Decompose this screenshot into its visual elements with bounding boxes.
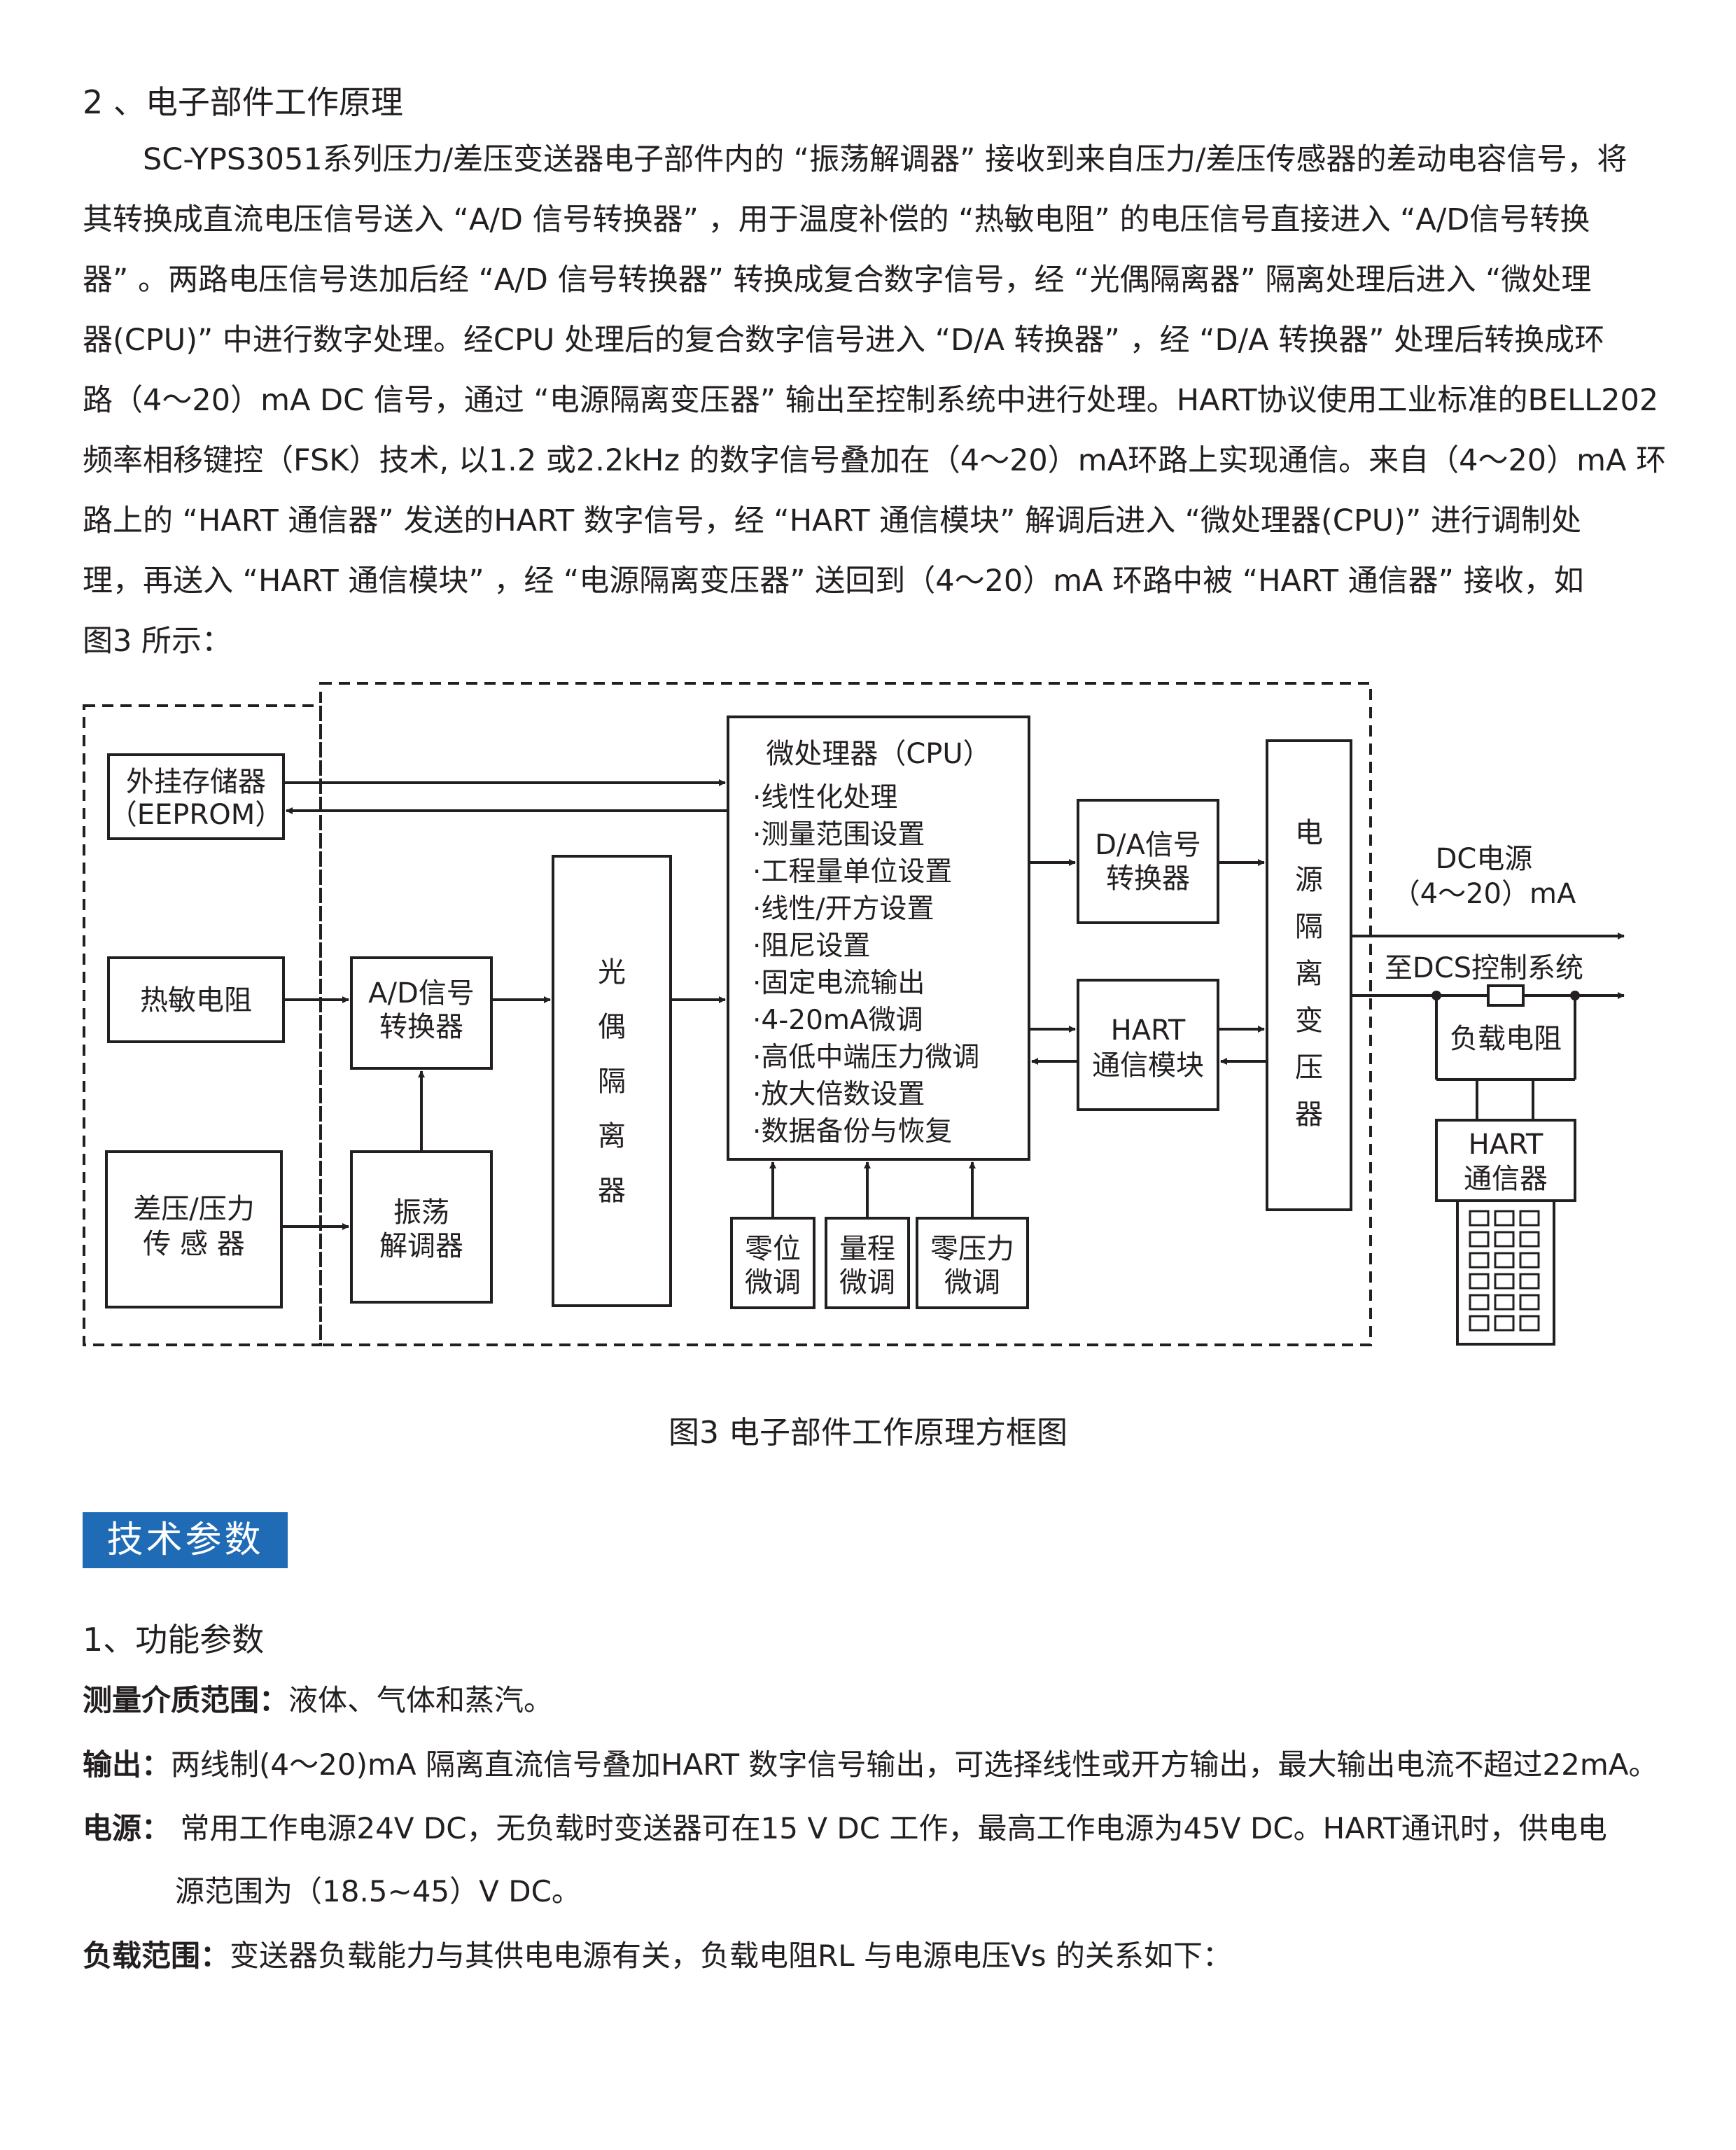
- to-dcs-label: 至DCS控制系统: [1385, 952, 1583, 984]
- sub-heading: 1、功能参数: [83, 1621, 265, 1659]
- dc-power-label: （4～20）mA: [1392, 878, 1576, 910]
- ad-converter-block: [350, 956, 493, 1070]
- cpu-block: [727, 715, 1030, 1161]
- eeprom-label: （EEPROM）: [109, 799, 283, 831]
- spec-value: 变送器负载能力与其供电电源有关，负载电阻RL 与电源电压Vs 的关系如下：: [230, 1939, 1232, 1973]
- hart-module-label: 通信模块: [1092, 1049, 1204, 1082]
- cpu-title: 微处理器（CPU）: [766, 738, 990, 770]
- load-resistor-label: 负载电阻: [1450, 1023, 1562, 1055]
- cpu-item: ·4-20mA微调: [752, 1005, 923, 1036]
- span-trim-label: 微调: [839, 1266, 895, 1299]
- demodulator-label: 解调器: [379, 1230, 463, 1262]
- zero-trim-label: 微调: [745, 1266, 801, 1299]
- thermistor-label: 热敏电阻: [140, 984, 252, 1017]
- figure-caption: 图3 电子部件工作原理方框图: [668, 1415, 1068, 1451]
- sensor-block: [105, 1150, 283, 1308]
- paragraph-line: 器” 。两路电压信号迭加后经 “A/D 信号转换器” 转换成复合数字信号，经 “…: [83, 263, 1592, 298]
- hart-communicator-label: 通信器: [1464, 1163, 1548, 1195]
- transformer-label: 压: [1295, 1052, 1323, 1084]
- transformer-label: 电: [1295, 817, 1323, 849]
- spec-key: 电源：: [83, 1811, 172, 1845]
- spec-key: 负载范围：: [83, 1939, 230, 1973]
- transformer-label: 隔: [1295, 911, 1323, 943]
- paragraph-line: 其转换成直流电压信号送入 “A/D 信号转换器” ，用于温度补偿的 “热敏电阻”…: [83, 202, 1590, 237]
- transformer-label: 变: [1295, 1005, 1323, 1037]
- section-title-badge: 技术参数: [83, 1512, 288, 1568]
- cpu-item: ·测量范围设置: [752, 819, 925, 851]
- hart-module-block: [1077, 979, 1219, 1111]
- span-trim-label: 量程: [839, 1233, 895, 1265]
- cpu-item: ·数据备份与恢复: [752, 1116, 952, 1147]
- transformer-block: [1266, 739, 1352, 1211]
- principle-paragraph: SC-YPS3051系列压力/差压变送器电子部件内的 “振荡解调器” 接收到来自…: [83, 130, 1667, 671]
- cpu-item: ·线性化处理: [752, 782, 897, 814]
- spec-value: 常用工作电源24V DC，无负载时变送器可在15 V DC 工作，最高工作电源为…: [171, 1811, 1607, 1845]
- spec-value: 液体、气体和蒸汽。: [288, 1683, 554, 1717]
- zero-pressure-trim-block: [916, 1217, 1029, 1309]
- junction-dot: [1432, 991, 1441, 1000]
- zero-pressure-trim-label: 零压力: [930, 1233, 1014, 1265]
- hart-module-label: HART: [1111, 1014, 1186, 1047]
- spec-medium: 测量介质范围：液体、气体和蒸汽。: [83, 1677, 553, 1719]
- section-heading: 2 、电子部件工作原理: [83, 83, 403, 121]
- keypad-grid: [1469, 1210, 1540, 1332]
- optocoupler-label: 离: [598, 1120, 626, 1152]
- optocoupler-label: 光: [598, 956, 626, 989]
- ad-converter-label: 转换器: [379, 1011, 463, 1043]
- zero-trim-label: 零位: [745, 1233, 801, 1265]
- spec-load: 负载范围：变送器负载能力与其供电电源有关，负载电阻RL 与电源电压Vs 的关系如…: [83, 1932, 1232, 1975]
- da-converter-label: 转换器: [1106, 863, 1190, 895]
- sensor-label: 传 感 器: [143, 1228, 244, 1260]
- paragraph-line: 器(CPU)” 中进行数字处理。经CPU 处理后的复合数字信号进入 “D/A 转…: [83, 323, 1605, 358]
- spec-value: 两线制(4～20)mA 隔离直流信号叠加HART 数字信号输出，可选择线性或开方…: [171, 1747, 1658, 1782]
- optocoupler-label: 隔: [598, 1066, 626, 1098]
- optocoupler-block: [552, 855, 672, 1307]
- transformer-label: 器: [1295, 1098, 1323, 1131]
- da-converter-label: D/A信号: [1095, 829, 1201, 861]
- paragraph-line: 理，再送入 “HART 通信模块” ，经 “电源隔离变压器” 送回到（4～20）…: [83, 564, 1584, 599]
- spec-power: 电源： 常用工作电源24V DC，无负载时变送器可在15 V DC 工作，最高工…: [83, 1805, 1607, 1848]
- paragraph-line: 频率相移键控（FSK）技术, 以1.2 或2.2kHz 的数字信号叠加在（4～2…: [83, 443, 1667, 478]
- cpu-item: ·工程量单位设置: [752, 856, 952, 888]
- cpu-item: ·放大倍数设置: [752, 1079, 925, 1110]
- paragraph-line: 路（4～20）mA DC 信号，通过 “电源隔离变压器” 输出至控制系统中进行处…: [83, 383, 1659, 418]
- transformer-label: 源: [1295, 864, 1323, 896]
- zero-pressure-trim-label: 微调: [944, 1266, 1000, 1299]
- cpu-item: ·阻尼设置: [752, 930, 870, 962]
- sensor-label: 差压/压力: [133, 1193, 254, 1225]
- paragraph-line: 路上的 “HART 通信器” 发送的HART 数字信号，经 “HART 通信模块…: [83, 503, 1581, 538]
- spec-key: 输出：: [83, 1747, 172, 1782]
- optocoupler-label: 器: [598, 1175, 626, 1207]
- hart-communicator-label: HART: [1469, 1129, 1544, 1161]
- spec-power-continuation: 源范围为（18.5~45）V DC。: [175, 1874, 581, 1908]
- cpu-item: ·线性/开方设置: [752, 893, 934, 925]
- hart-communicator-head: [1435, 1119, 1576, 1202]
- zero-trim-block: [730, 1217, 816, 1309]
- optocoupler-label: 偶: [598, 1011, 626, 1043]
- block-diagram: 外挂存储器 （EEPROM） 热敏电阻 差压/压力 传 感 器 A/D信号 转换…: [83, 682, 1625, 1346]
- resistor-symbol: [1487, 984, 1525, 1007]
- paragraph-line: 图3 所示：: [83, 624, 232, 659]
- spec-output: 输出：两线制(4～20)mA 隔离直流信号叠加HART 数字信号输出，可选择线性…: [83, 1741, 1658, 1784]
- cpu-item: ·固定电流输出: [752, 968, 925, 999]
- da-converter-block: [1077, 799, 1219, 924]
- transformer-label: 离: [1295, 958, 1323, 990]
- junction-dot: [1570, 991, 1580, 1000]
- paragraph-line: SC-YPS3051系列压力/差压变送器电子部件内的 “振荡解调器” 接收到来自…: [143, 142, 1628, 177]
- eeprom-block: [107, 753, 285, 840]
- dc-power-label: DC电源: [1436, 843, 1533, 875]
- spec-key: 测量介质范围：: [83, 1683, 289, 1717]
- ad-converter-label: A/D信号: [368, 977, 475, 1010]
- span-trim-block: [825, 1217, 910, 1309]
- cpu-item: ·高低中端压力微调: [752, 1042, 979, 1073]
- demodulator-label: 振荡: [393, 1196, 449, 1229]
- eeprom-label: 外挂存储器: [126, 766, 266, 798]
